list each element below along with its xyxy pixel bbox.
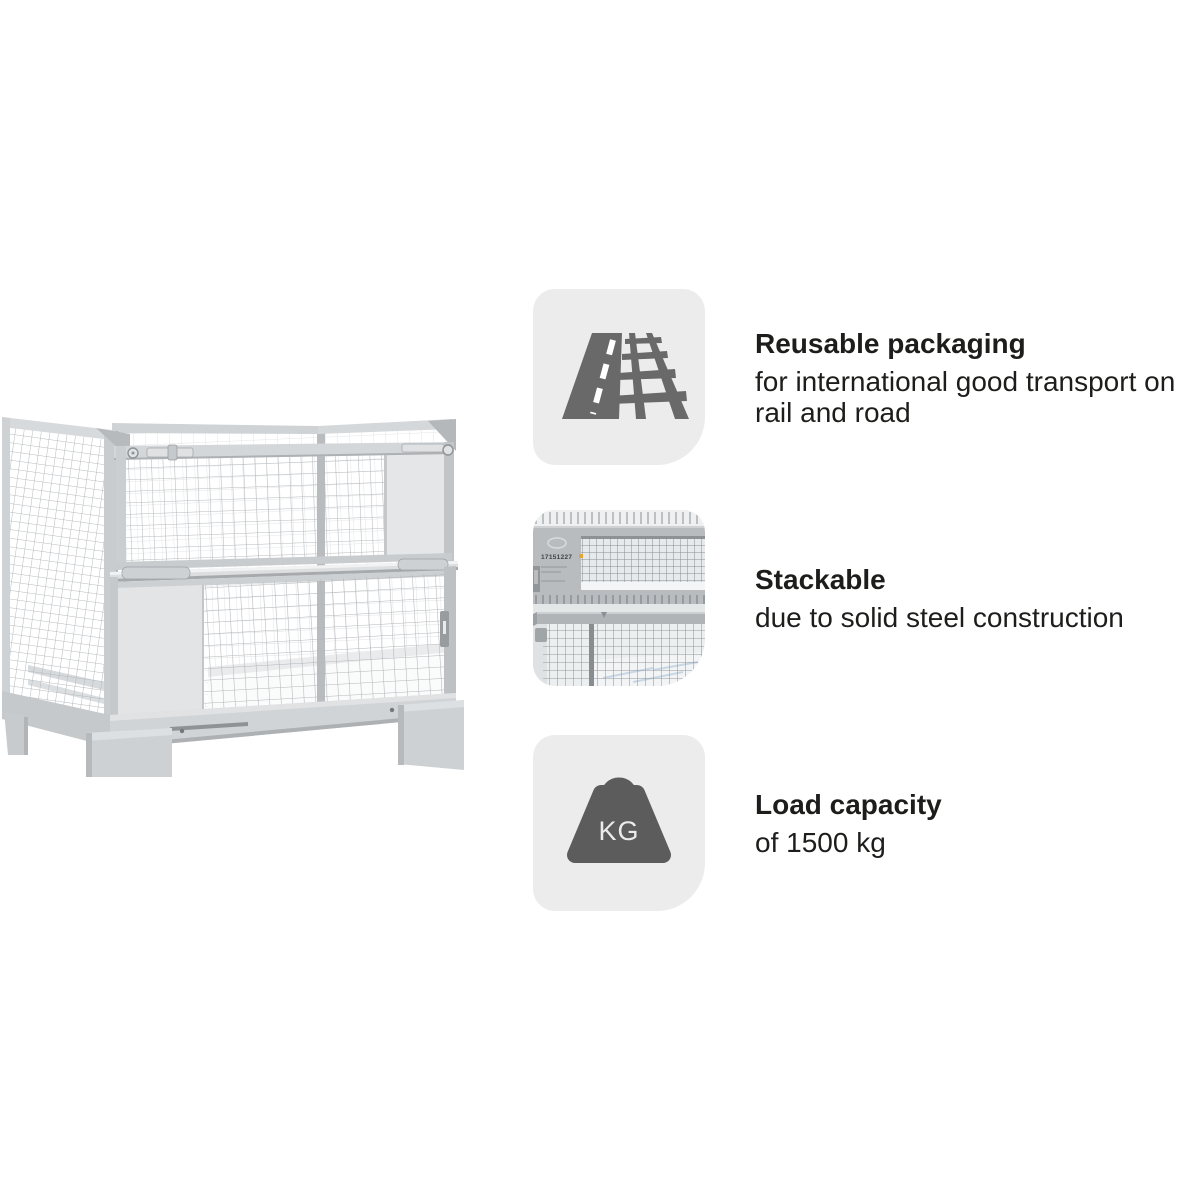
container-id-label: 17151227: [541, 554, 572, 561]
yellow-marker: [579, 554, 583, 558]
kg-label: KG: [598, 816, 639, 846]
mesh-box-pallet-image: [0, 415, 470, 780]
feature-title: Reusable packaging: [755, 327, 1026, 359]
feature-text-block: Load capacity of 1500 kg: [755, 788, 942, 858]
feature-row-load-capacity: KG Load capacity of 1500 kg: [533, 735, 1200, 911]
feature-icon-card: [533, 289, 705, 465]
feature-text-block: Reusable packaging for international goo…: [755, 327, 1175, 428]
feature-row-reusable-packaging: Reusable packaging for international goo…: [533, 289, 1200, 465]
feature-description: due to solid steel construction: [755, 602, 1124, 633]
feature-title: Load capacity: [755, 789, 942, 820]
road-and-rail-icon: [561, 332, 689, 419]
feature-title: Stackable: [755, 564, 886, 595]
feature-row-stackable: 17151227: [533, 510, 1200, 686]
stacked-containers-photo: 17151227: [533, 510, 705, 686]
feature-text-block: Stackable due to solid steel constructio…: [755, 563, 1124, 633]
feature-description: of 1500 kg: [755, 827, 886, 858]
feature-icon-card: KG: [533, 735, 705, 911]
feature-description: for international good transport on rail…: [755, 365, 1176, 428]
mesh-box-pallet-illustration: [2, 417, 464, 777]
feature-icon-card: 17151227: [533, 510, 705, 686]
weight-kg-icon: KG: [567, 777, 671, 863]
